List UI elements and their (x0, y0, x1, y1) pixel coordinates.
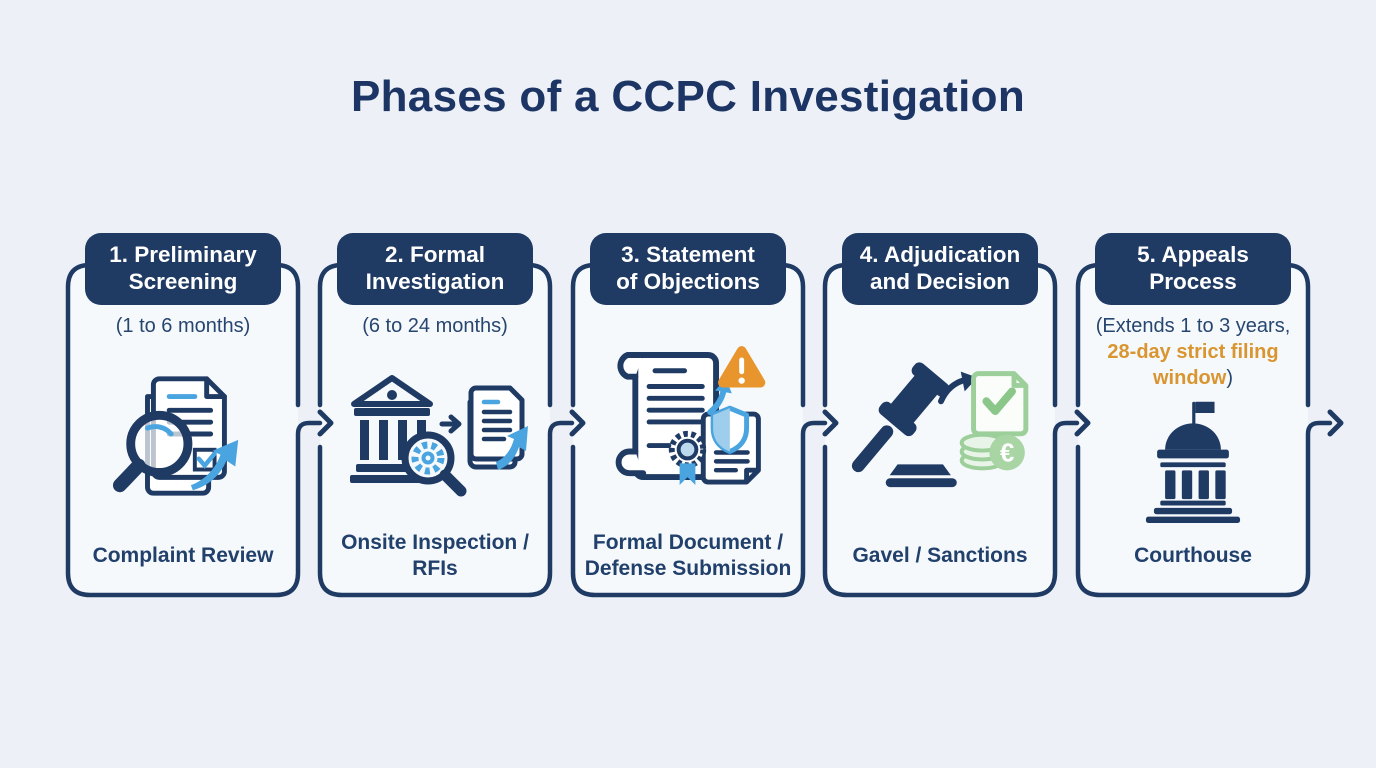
magnifier-documents-icon (112, 375, 239, 496)
badge-line1: 2. Formal (384, 242, 486, 268)
document-shield-warning-icon (615, 346, 766, 485)
badge-line1: 4. Adjudication (859, 242, 1021, 268)
phase-caption: Courthouse (1134, 543, 1252, 567)
card-content: € Gavel / Sanctions (825, 265, 1055, 595)
phase-icon-wrap: € (833, 311, 1047, 529)
phase-badge-3: 3. Statement of Objections (590, 233, 786, 305)
phase-caption: Complaint Review (92, 543, 274, 567)
card-content: (6 to 24 months) (320, 265, 550, 595)
duration-prefix: (Extends 1 to 3 years, (1095, 315, 1291, 337)
badge-line2: Screening (128, 269, 238, 294)
badge-line2: Investigation (365, 269, 505, 294)
phase-caption: Onsite Inspection / RFIs (341, 530, 529, 580)
phase-card-1: 1. Preliminary Screening (1 to 6 months) (65, 233, 334, 598)
phase-badge-5: 5. Appeals Process (1095, 233, 1291, 305)
badge-line1: 5. Appeals (1137, 242, 1249, 268)
phase-badge-2: 2. Formal Investigation (337, 233, 533, 305)
page-title: Phases of a CCPC Investigation (350, 72, 1026, 121)
svg-text:€: € (1000, 439, 1014, 467)
badge-line1: 3. Statement (621, 242, 755, 268)
phase-caption: Formal Document / Defense Submission (584, 530, 792, 580)
phase-icon-wrap (581, 311, 795, 529)
badge-line2: and Decision (869, 269, 1011, 294)
duration-suffix: ) (1226, 367, 1233, 389)
card-content: Formal Document / Defense Submission (573, 265, 803, 595)
phase-card-5: 5. Appeals Process (Extends 1 to 3 years… (1075, 233, 1344, 598)
card-content: (Extends 1 to 3 years, 28-day strict fil… (1078, 265, 1308, 595)
badge-line2: Process (1149, 269, 1237, 294)
bank-inspection-icon (350, 375, 528, 497)
flow-arrow-icon (1327, 409, 1344, 437)
badge-line2: of Objections (616, 269, 760, 294)
phase-card-2: 2. Formal Investigation (6 to 24 months) (317, 233, 586, 598)
phase-card-3: 3. Statement of Objections (570, 233, 839, 598)
phase-caption: Gavel / Sanctions (852, 543, 1028, 567)
phase-badge-1: 1. Preliminary Screening (85, 233, 281, 305)
phase-duration: (1 to 6 months) (115, 315, 251, 337)
phase-card-4: 4. Adjudication and Decision (822, 233, 1091, 598)
courthouse-icon (1145, 401, 1241, 523)
phase-icon-wrap (76, 339, 290, 529)
card-content: (1 to 6 months) Complaint Rev (68, 265, 298, 595)
gavel-sanctions-icon: € (851, 362, 1029, 488)
duration-highlight: 28-day strict filing window (1107, 341, 1279, 389)
phase-icon-wrap (1086, 391, 1300, 529)
phase-duration: (6 to 24 months) (362, 315, 508, 337)
phase-icon-wrap (328, 339, 542, 529)
phase-duration: (Extends 1 to 3 years, 28-day strict fil… (1086, 313, 1300, 391)
badge-line1: 1. Preliminary (109, 242, 257, 268)
phase-badge-4: 4. Adjudication and Decision (842, 233, 1038, 305)
